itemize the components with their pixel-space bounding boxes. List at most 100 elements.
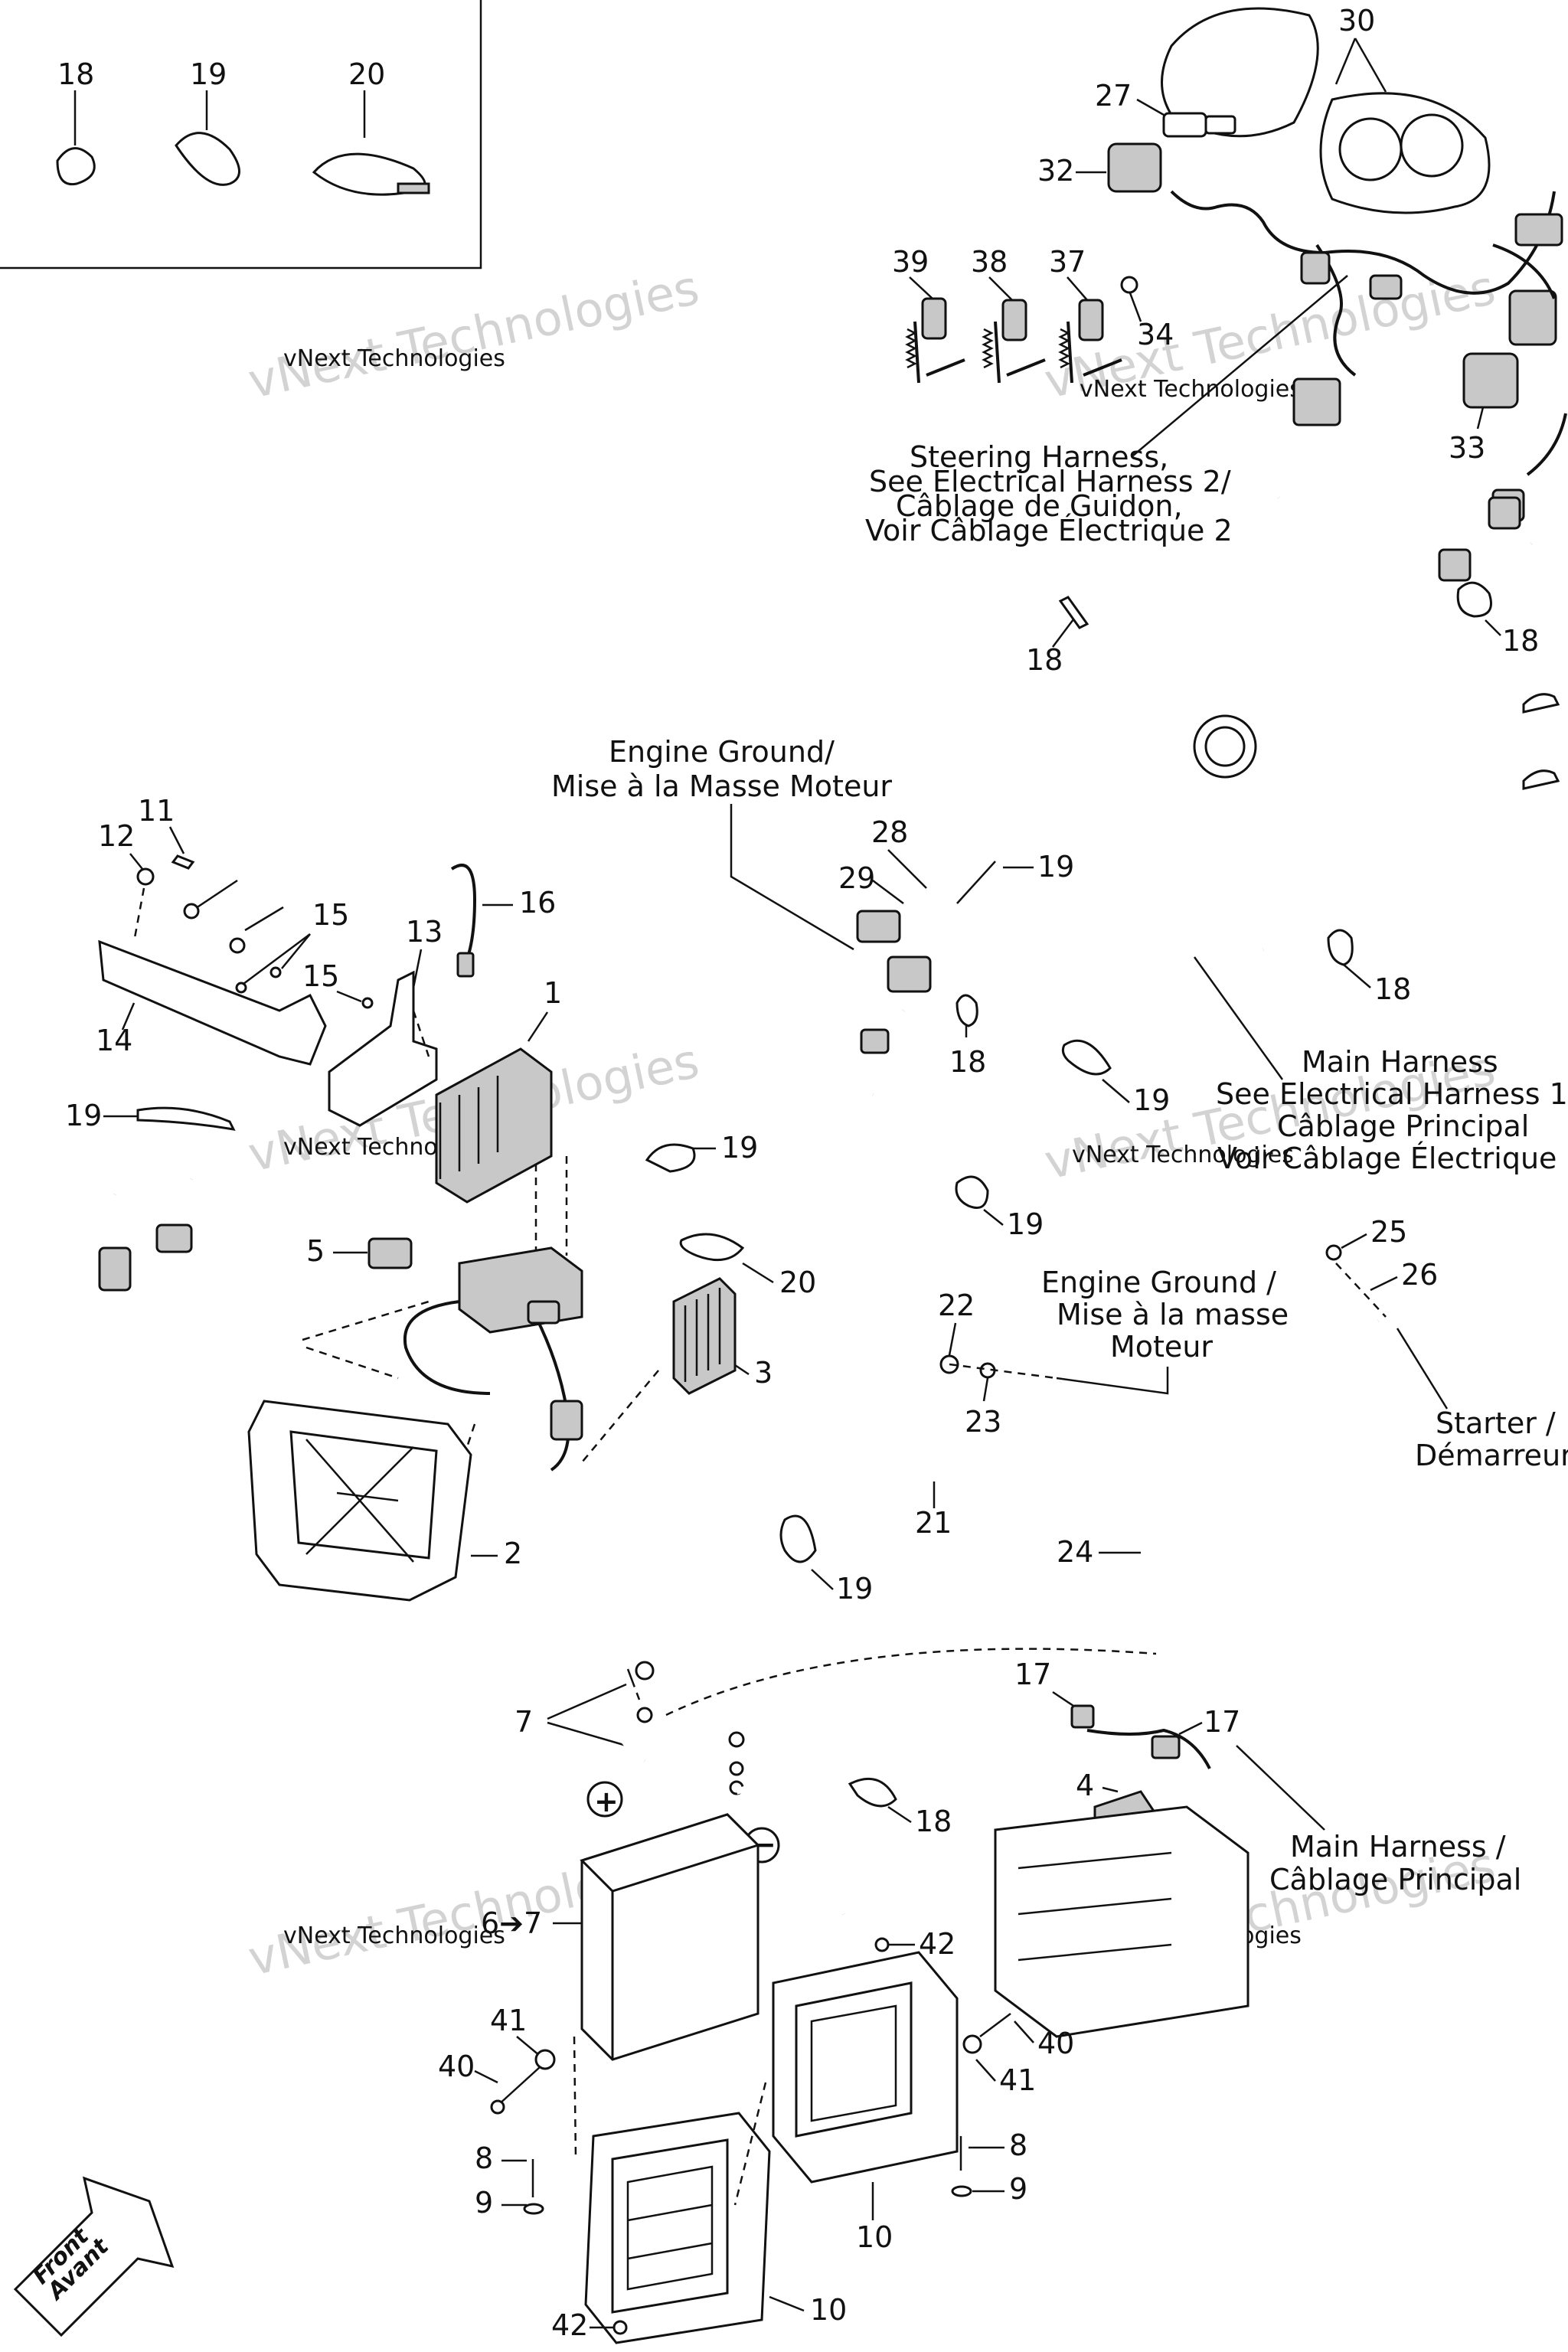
watermark-caption: vNext Technologies <box>283 345 505 372</box>
callout-40: 40 <box>1037 2027 1074 2060</box>
callout-19: 19 <box>1037 850 1074 884</box>
label-main-harness-bottom-1: Main Harness / <box>1290 1830 1506 1864</box>
callout-41: 41 <box>999 2063 1036 2097</box>
callout-1: 1 <box>544 976 562 1010</box>
callout-20: 20 <box>779 1266 816 1299</box>
callout-23: 23 <box>965 1405 1001 1439</box>
callout-18: 18 <box>1374 972 1411 1006</box>
callout-8: 8 <box>475 2141 493 2175</box>
bolts <box>183 879 374 1009</box>
steering-harness-parts: 27 32 39 38 37 34 33 Ste <box>865 79 1567 547</box>
callout-10: 10 <box>810 2293 847 2327</box>
callout-5: 5 <box>306 1234 325 1268</box>
label-main-harness-1: Main Harness <box>1302 1045 1498 1079</box>
callout-39: 39 <box>892 245 929 279</box>
callout-42: 42 <box>919 1927 956 1961</box>
callout-3: 3 <box>754 1356 773 1390</box>
callout-16: 16 <box>519 886 556 920</box>
label-main-harness-bottom-2: Câblage Principal <box>1269 1863 1521 1896</box>
callout-14: 14 <box>96 1024 132 1057</box>
watermark-caption: vNext Technologies <box>283 1922 505 1949</box>
callout-18: 18 <box>915 1805 952 1838</box>
tray: 2 <box>247 1400 522 1602</box>
callout-9: 9 <box>475 2186 493 2220</box>
callout-15: 15 <box>312 898 349 932</box>
fuse-box-group: 5 20 3 <box>302 1233 816 1517</box>
callout-19: 19 <box>65 1099 102 1132</box>
label-starter-2: Démarreur <box>1415 1439 1568 1472</box>
instrument-cluster: 30 <box>1161 4 1491 214</box>
main-harness-wire <box>0 495 1534 1379</box>
label-main-harness-3: Câblage Principal <box>1277 1109 1529 1143</box>
callout-19: 19 <box>190 57 227 91</box>
callout-18: 18 <box>1502 624 1539 658</box>
label-main-harness-4: Voir Câblage Électrique 1 <box>1217 1142 1568 1175</box>
inset-box: 18 19 20 <box>0 0 482 270</box>
label-steering-harness-3: Câblage de Guidon, <box>896 489 1183 523</box>
battery-plus-icon: + <box>594 1785 619 1818</box>
callout-2: 2 <box>504 1537 522 1570</box>
label-steering-harness-4: Voir Câblage Électrique 2 <box>865 514 1233 547</box>
callout-22: 22 <box>938 1289 975 1322</box>
callout-41: 41 <box>490 2004 527 2037</box>
callout-19: 19 <box>1133 1083 1170 1117</box>
ecm-bracket-group: 11 12 14 15 15 16 13 1 <box>65 794 568 1271</box>
front-arrow: Front Avant <box>13 2176 175 2337</box>
watermark-caption: vNext Technologies <box>1080 376 1302 403</box>
cable-ties: 18 18 18 <box>1026 581 1560 1006</box>
watermark-caption: vNext Technologies <box>1072 1142 1294 1168</box>
callout-21: 21 <box>915 1506 952 1540</box>
label-engine-ground-top-1: Engine Ground/ <box>609 735 835 769</box>
callout-18: 18 <box>949 1045 986 1079</box>
callout-19: 19 <box>836 1572 873 1606</box>
callout-8: 8 <box>1009 2128 1027 2162</box>
label-main-harness-2: See Electrical Harness 1 <box>1216 1077 1568 1111</box>
label-engine-ground-mid-3: Moteur <box>1110 1330 1213 1364</box>
callout-15: 15 <box>302 959 339 993</box>
callout-18: 18 <box>57 57 94 91</box>
callout-28: 28 <box>871 815 908 849</box>
callout-17: 17 <box>1014 1658 1051 1691</box>
callout-42: 42 <box>551 2308 588 2342</box>
label-engine-ground-mid-2: Mise à la masse <box>1057 1298 1289 1331</box>
battery-box-group: 42 10 10 42 41 40 8 9 40 41 <box>438 1927 1074 2344</box>
callout-19: 19 <box>721 1131 758 1165</box>
cable-tie-medium <box>175 132 240 186</box>
callout-4: 4 <box>1076 1769 1094 1802</box>
callout-29: 29 <box>838 861 875 895</box>
callout-24: 24 <box>1057 1535 1093 1569</box>
callout-7: 7 <box>514 1705 533 1739</box>
callout-19: 19 <box>1007 1207 1044 1241</box>
callout-34: 34 <box>1137 318 1174 351</box>
watermark: vNext Technologies <box>243 260 704 410</box>
callout-10: 10 <box>856 2220 893 2254</box>
harness-cable-ties: 19 19 19 <box>645 1039 1170 1241</box>
callout-33: 33 <box>1449 431 1485 465</box>
cable-tie-small <box>56 147 96 186</box>
callout-27: 27 <box>1095 79 1132 113</box>
solenoid-group: 17 17 4 Main Harness / Câblage Principal <box>994 1658 1521 2038</box>
callout-26: 26 <box>1401 1258 1438 1292</box>
label-engine-ground-top-2: Mise à la Masse Moteur <box>551 769 892 803</box>
callout-40: 40 <box>438 2050 475 2083</box>
callout-13: 13 <box>406 915 443 949</box>
callout-25: 25 <box>1370 1215 1407 1249</box>
battery-group: 7 + − 6➔7 18 <box>481 1648 1157 2061</box>
callout-12: 12 <box>98 819 135 853</box>
callout-32: 32 <box>1037 154 1074 188</box>
callout-38: 38 <box>971 245 1008 279</box>
label-steering-harness-2: See Electrical Harness 2/ <box>869 465 1231 498</box>
callout-18: 18 <box>1026 643 1063 677</box>
callout-37: 37 <box>1049 245 1086 279</box>
label-engine-ground-mid-1: Engine Ground / <box>1041 1266 1276 1299</box>
main-harness-label: Main Harness See Electrical Harness 1 Câ… <box>1193 956 1568 1175</box>
label-steering-harness-1: Steering Harness, <box>910 440 1168 474</box>
callout-11: 11 <box>138 794 175 828</box>
label-starter-1: Starter / <box>1436 1406 1556 1440</box>
engine-ground-top: Engine Ground/ Mise à la Masse Moteur 28… <box>551 735 1074 1079</box>
callout-30: 30 <box>1338 4 1375 38</box>
callout-17: 17 <box>1204 1705 1240 1739</box>
callout-6-7: 6➔7 <box>481 1906 542 1940</box>
callout-9: 9 <box>1009 2172 1027 2206</box>
